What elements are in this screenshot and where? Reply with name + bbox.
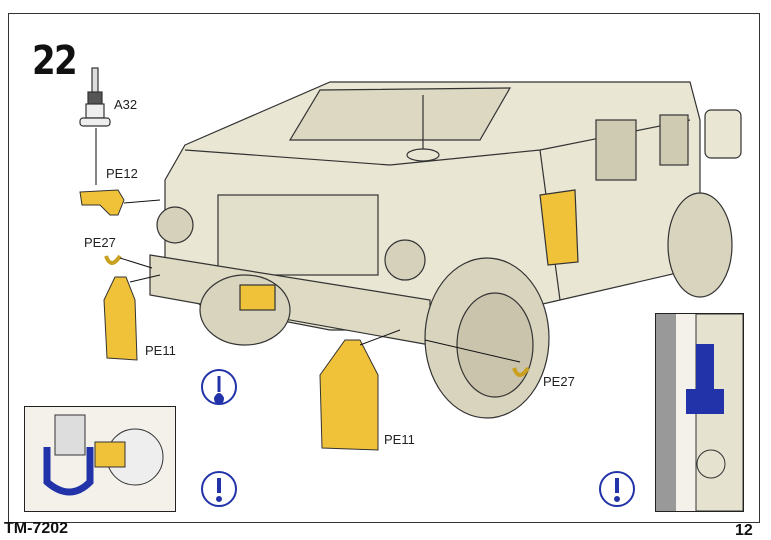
part-label-a32: A32 — [114, 97, 138, 112]
step-number: 22 — [32, 38, 78, 84]
part-label-pe27: PE27 — [543, 374, 575, 389]
part-a32-drawing — [79, 67, 111, 185]
part-pe27-right-drawing — [512, 366, 530, 377]
part-label-pe11: PE11 — [145, 343, 176, 358]
attention-icon — [599, 471, 635, 507]
humvee-drawing — [149, 81, 742, 419]
part-label-pe12: PE12 — [106, 166, 138, 181]
glue-drop-icon — [201, 369, 237, 405]
attention-icon — [201, 471, 237, 507]
part-pe12-drawing — [79, 189, 125, 216]
part-pe27-left-drawing — [104, 254, 122, 265]
detail-inset-left — [24, 406, 176, 512]
part-pe11-right-drawing — [319, 339, 379, 451]
model-code: TM-7202 — [4, 520, 69, 537]
page-number: 12 — [735, 522, 753, 539]
part-label-pe27: PE27 — [84, 235, 116, 250]
part-label-pe11: PE11 — [384, 432, 415, 447]
instruction-frame — [8, 13, 760, 523]
detail-inset-right — [655, 313, 744, 512]
part-pe11-left-drawing — [103, 276, 138, 361]
